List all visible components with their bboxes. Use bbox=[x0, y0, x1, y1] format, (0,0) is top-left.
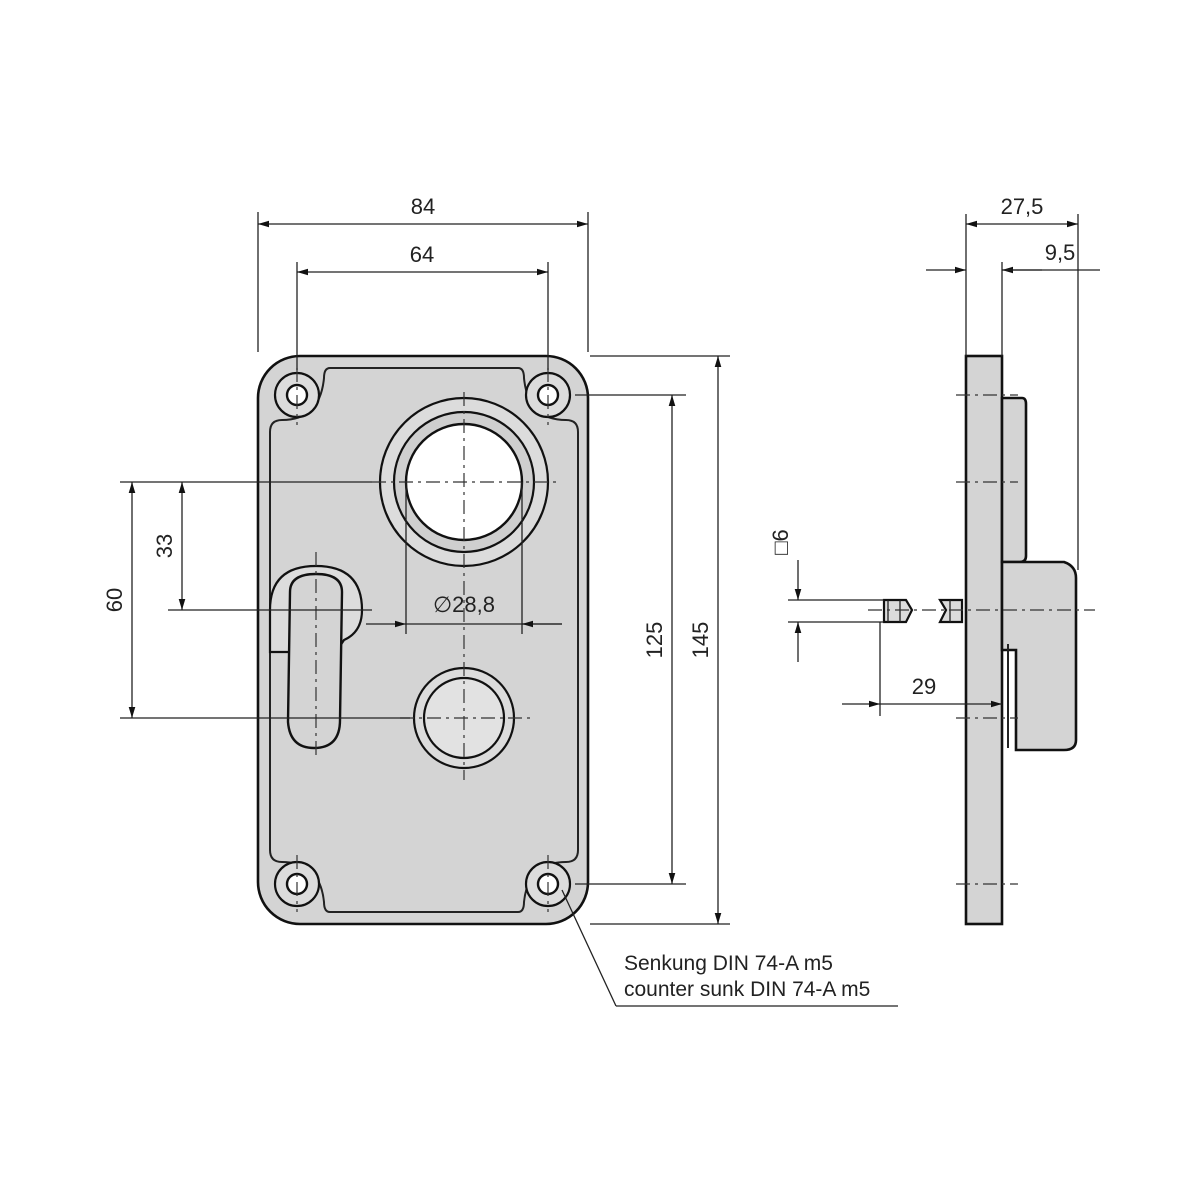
diameter-symbol: ∅ bbox=[433, 592, 452, 617]
label-square-6: □6 bbox=[768, 529, 793, 555]
label-64: 64 bbox=[410, 242, 434, 267]
dim-hole-spacing-h: 64 bbox=[296, 242, 549, 370]
label-diameter: ∅28,8 bbox=[433, 592, 495, 617]
front-view: 84 64 145 125 60 bbox=[102, 194, 898, 1007]
square-symbol: □ bbox=[768, 541, 793, 554]
plate-inner-outline bbox=[269, 367, 579, 913]
dim-offset-lower: 60 bbox=[102, 481, 410, 719]
note-de: Senkung DIN 74-A m5 bbox=[624, 952, 833, 975]
label-125: 125 bbox=[642, 622, 667, 659]
label-60: 60 bbox=[102, 588, 127, 612]
dim-depth-overall: 27,5 bbox=[965, 194, 1079, 570]
dim-depth-plate: 9,5 bbox=[926, 240, 1100, 356]
label-33: 33 bbox=[152, 534, 177, 558]
dim-width-overall: 84 bbox=[257, 194, 589, 352]
label-9-5: 9,5 bbox=[1045, 240, 1076, 265]
front-center-lines bbox=[296, 368, 560, 912]
square-value: 6 bbox=[768, 529, 793, 541]
label-29: 29 bbox=[912, 674, 936, 699]
side-plate bbox=[964, 354, 1004, 926]
side-cylinder-housing bbox=[1000, 396, 1028, 564]
side-spindle bbox=[882, 598, 964, 624]
diameter-value: 28,8 bbox=[452, 592, 495, 617]
dim-offset-upper: 33 bbox=[152, 482, 372, 611]
label-27-5: 27,5 bbox=[1001, 194, 1044, 219]
note-en: counter sunk DIN 74-A m5 bbox=[624, 978, 870, 1001]
dim-spindle-length: 29 bbox=[842, 622, 1002, 716]
side-center-lines bbox=[868, 394, 1095, 885]
dim-hole-spacing-v: 125 bbox=[575, 394, 686, 885]
side-view: 27,5 9,5 □6 29 bbox=[768, 194, 1100, 926]
label-84: 84 bbox=[411, 194, 435, 219]
dim-square-size: □6 bbox=[768, 529, 884, 662]
dim-height-overall: 145 bbox=[590, 355, 730, 925]
countersink-note: Senkung DIN 74-A m5 counter sunk DIN 74-… bbox=[561, 889, 898, 1007]
label-145: 145 bbox=[688, 622, 713, 659]
side-lever-profile bbox=[1000, 560, 1078, 752]
dim-bore-diameter: ∅28,8 bbox=[366, 482, 562, 634]
